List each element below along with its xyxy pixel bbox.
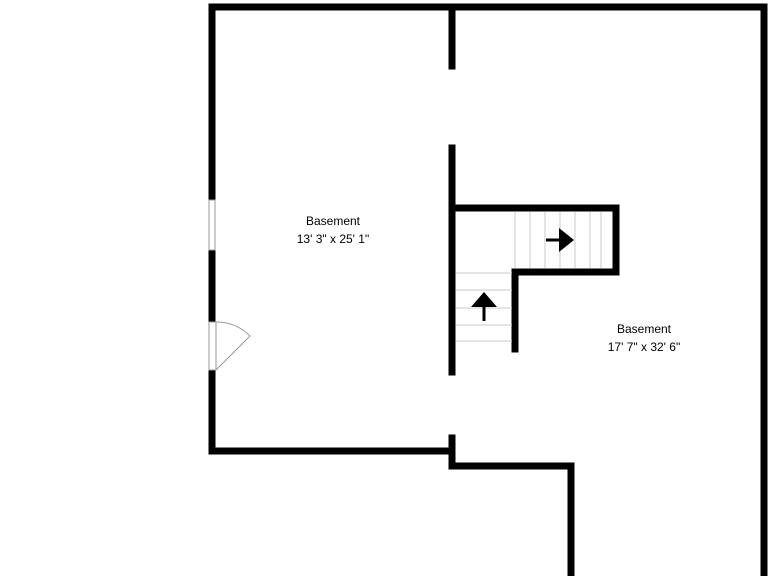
room-name: Basement — [616, 322, 672, 336]
room-label-right: Basement 17' 7" x 32' 6" — [583, 320, 705, 356]
walls — [208, 3, 768, 576]
room-label-left: Basement 13' 3" x 25' 1" — [272, 212, 394, 248]
stair-run-upper — [514, 212, 602, 268]
room-dimensions: 17' 7" x 32' 6" — [607, 340, 681, 354]
stair-arrow-up — [471, 292, 497, 321]
door — [208, 321, 251, 371]
room-name: Basement — [305, 214, 361, 228]
stair-run-lower — [456, 272, 512, 342]
room-dimensions: 13' 3" x 25' 1" — [296, 232, 370, 246]
window — [208, 199, 216, 251]
stair-arrow-right — [546, 228, 574, 252]
